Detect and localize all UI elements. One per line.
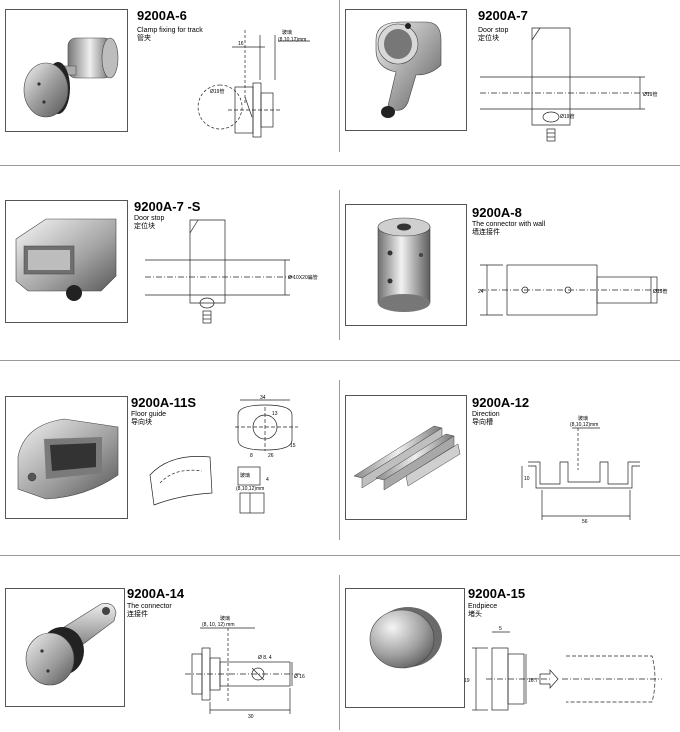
product-code: 9200A-7 -S	[134, 199, 201, 214]
product-name-en: Door stop	[134, 215, 165, 222]
dim-glass-size: (8,10,12)mm	[278, 37, 306, 43]
product-code: 9200A-7	[478, 8, 528, 23]
dim-glass: 玻璃	[220, 615, 230, 622]
column-divider	[339, 575, 340, 730]
row-divider	[0, 360, 680, 361]
product-code: 9200A-14	[127, 586, 185, 601]
product-name-en: Floor guide	[131, 411, 167, 418]
product-photo	[345, 395, 467, 520]
product-name-cn: 定位块	[134, 223, 155, 230]
product-photo	[5, 200, 128, 323]
product-name-cn: 墙连接件	[472, 229, 500, 236]
dim-glass: 玻璃	[282, 29, 292, 36]
product-photo	[345, 9, 467, 131]
technical-drawing: 16 玻璃 (8,10,12)mm Ø19管	[180, 25, 330, 145]
product-code: 9200A-8	[472, 205, 522, 220]
dim-width: 56	[582, 519, 588, 525]
row-divider	[0, 165, 680, 166]
product-photo	[345, 588, 465, 708]
product-name-en: Clamp fixing for track	[137, 27, 203, 34]
product-name-cn: 定位块	[478, 35, 499, 42]
product-photo	[5, 9, 128, 132]
dim-4: 4	[266, 477, 269, 483]
product-code: 9200A-11S	[131, 395, 197, 410]
dim-h1: 19	[464, 678, 470, 684]
product-name-cn: 管夹	[137, 35, 151, 42]
product-name-cn: 堵头	[468, 611, 482, 618]
product-name-en: Endpiece	[468, 603, 498, 610]
dim-glass-size: (8,10,12)mm	[236, 486, 264, 492]
product-name-cn: 导向槽	[472, 419, 493, 426]
dim-13: 13	[272, 411, 278, 417]
dim-glass: 玻璃	[240, 472, 250, 479]
column-divider	[339, 190, 340, 340]
column-divider	[339, 0, 340, 152]
dim-8: 8	[250, 453, 253, 459]
technical-drawing: Ø19管 Ø19管	[480, 25, 675, 150]
technical-drawing: 玻璃 (8,10,12)mm 10 56	[520, 410, 650, 530]
product-name-cn: 连接件	[127, 611, 148, 618]
product-code: 9200A-6	[137, 8, 187, 23]
dim-pipe: Ø19管	[653, 288, 667, 295]
product-photo	[345, 204, 467, 326]
product-name-en: The connector	[127, 603, 172, 610]
dim-glass: 玻璃	[578, 415, 588, 422]
product-name-en: The connector with wall	[472, 221, 546, 228]
dim-h2: 16.7	[528, 678, 538, 684]
dim-pipe-2: Ø19管	[560, 113, 574, 120]
dim-16: 16	[238, 41, 244, 47]
technical-drawing: Ø 10X20扁管	[140, 215, 335, 330]
dim-glass-size: (8,10,12)mm	[570, 422, 598, 428]
product-name-en: Direction	[472, 411, 500, 418]
column-divider	[339, 380, 340, 540]
dim-pipe-1: Ø19管	[643, 91, 657, 98]
technical-drawing: 24 Ø19管	[475, 255, 675, 325]
dim-15: 15	[290, 443, 296, 449]
dim-glass-size: (8, 10, 12) mm	[202, 622, 235, 628]
technical-drawing: 玻璃 (8, 10, 12) mm Ø 8. 4 Ø 16 30	[180, 612, 325, 722]
product-code: 9200A-15	[468, 586, 526, 601]
technical-drawing: 5 19 16.7	[462, 620, 674, 725]
dim-height: 10	[524, 476, 530, 482]
dim-hole: Ø 8. 4	[258, 655, 272, 661]
dim-diameter: Ø 16	[294, 674, 305, 680]
dim-length: 30	[248, 714, 254, 720]
dim-top: 5	[499, 626, 502, 632]
product-photo	[5, 588, 125, 707]
dim-pipe: Ø 10X20扁管	[288, 274, 318, 281]
technical-drawing: 34 13 8 26 15 玻璃 (8,10,12)mm 4	[140, 395, 335, 525]
product-code: 9200A-12	[472, 395, 530, 410]
dim-pipe: Ø19管	[210, 88, 224, 95]
dim-width: 34	[260, 395, 266, 401]
dim-26: 26	[268, 453, 274, 459]
row-divider	[0, 555, 680, 556]
product-name-cn: 导向块	[131, 419, 152, 426]
product-photo	[5, 396, 128, 519]
dim-height: 24	[478, 289, 484, 295]
product-name-en: Door stop	[478, 27, 509, 34]
